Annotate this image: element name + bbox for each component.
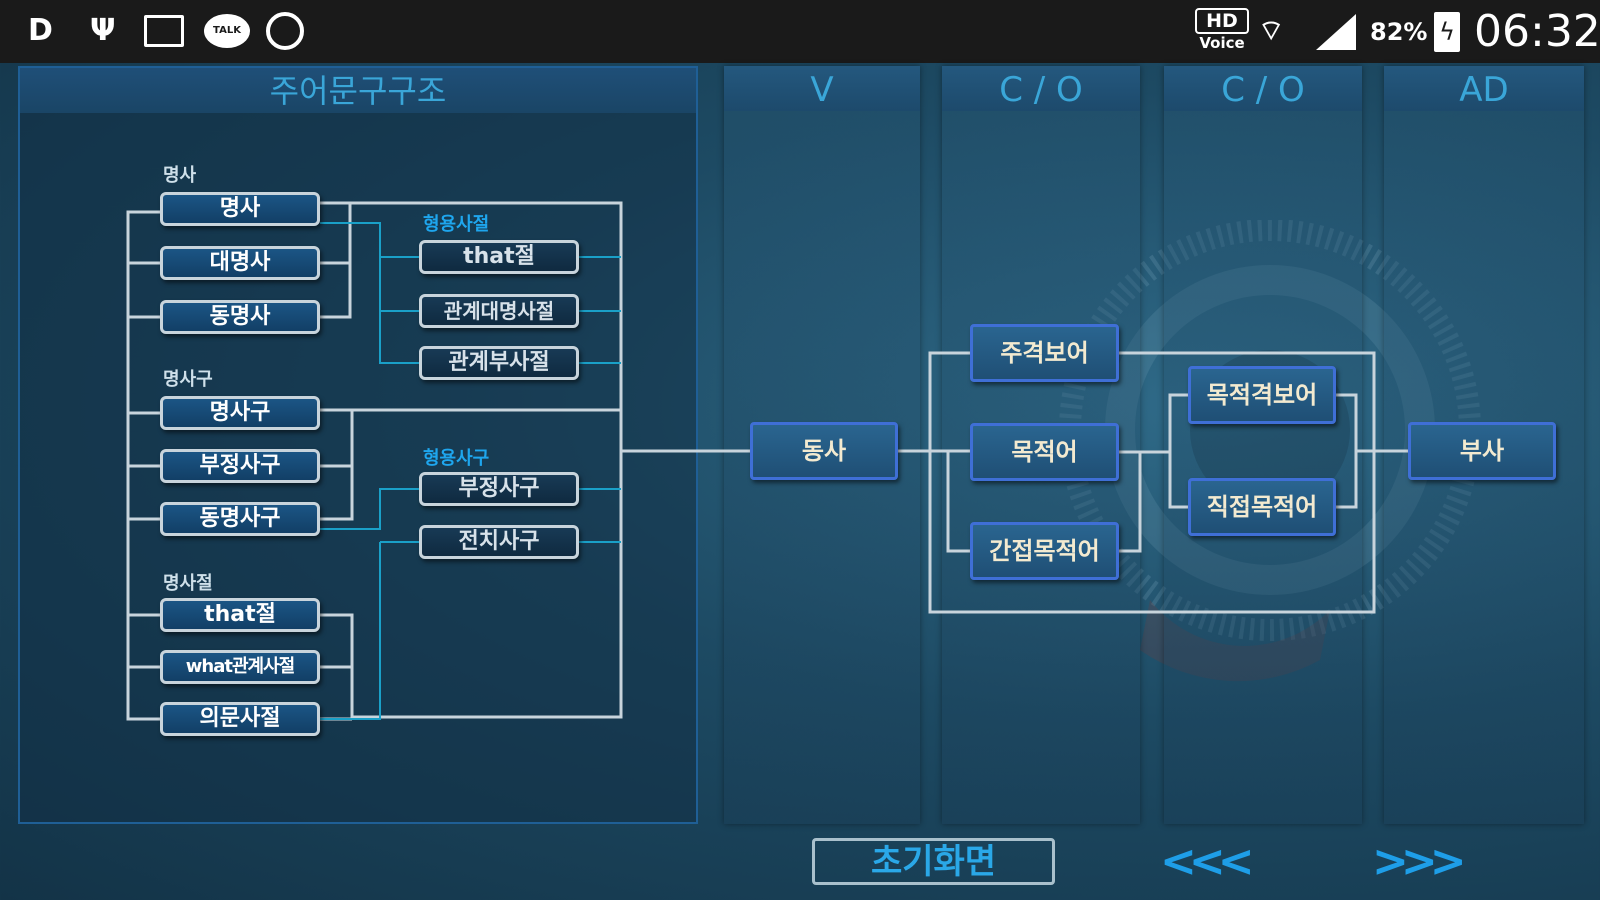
column-header: C / O xyxy=(1164,66,1362,111)
gerund-phrase-box[interactable]: 동명사구 xyxy=(160,502,320,536)
group-label: 명사구 xyxy=(163,369,213,390)
object-complement-box[interactable]: 목적격보어 xyxy=(1188,366,1336,424)
status-bar: D Ψ TALK HD Voice ⌔ 82% ϟ 06:32 xyxy=(0,0,1600,63)
signal-icon xyxy=(1316,14,1356,50)
adjective-phrase-label: 형용사구 xyxy=(423,448,490,469)
chrome-icon xyxy=(266,12,304,50)
group-label: 명사 xyxy=(163,165,197,186)
clock: 06:32 xyxy=(1474,6,1600,57)
column-co-2: C / O xyxy=(1164,66,1362,824)
adverb-box[interactable]: 부사 xyxy=(1408,422,1556,480)
panel-title: 주어문구구조 xyxy=(20,68,696,113)
hd-label: HD xyxy=(1195,8,1249,34)
d-app-icon: D xyxy=(28,13,53,48)
indirect-object-box[interactable]: 간접목적어 xyxy=(970,522,1119,580)
subject-complement-box[interactable]: 주격보어 xyxy=(970,324,1119,382)
adjective-clause-label: 형용사절 xyxy=(423,214,490,235)
group-label: 명사절 xyxy=(163,573,213,594)
noun-box[interactable]: 명사 xyxy=(160,192,320,226)
object-box[interactable]: 목적어 xyxy=(970,423,1119,481)
verb-box[interactable]: 동사 xyxy=(750,422,898,480)
column-header: AD xyxy=(1384,66,1584,111)
relative-pronoun-clause-box[interactable]: 관계대명사절 xyxy=(419,294,579,328)
wh-clause-box[interactable]: 의문사절 xyxy=(160,702,320,736)
hd-voice-icon: HD Voice xyxy=(1195,8,1249,52)
wifi-icon: ⌔ xyxy=(1258,14,1285,47)
infinitive-phrase-box[interactable]: 부정사구 xyxy=(160,449,320,483)
adj-infinitive-box[interactable]: 부정사구 xyxy=(419,472,579,506)
subject-phrase-panel: 주어문구구조 xyxy=(18,66,698,824)
reset-button[interactable]: 초기화면 xyxy=(812,838,1055,885)
pronoun-box[interactable]: 대명사 xyxy=(160,246,320,280)
talk-icon: TALK xyxy=(204,14,250,48)
gerund-box[interactable]: 동명사 xyxy=(160,300,320,334)
prepositional-phrase-box[interactable]: 전치사구 xyxy=(419,525,579,559)
that-clause-box[interactable]: that절 xyxy=(160,598,320,632)
relative-adverb-clause-box[interactable]: 관계부사절 xyxy=(419,346,579,380)
direct-object-box[interactable]: 직접목적어 xyxy=(1188,478,1336,536)
prev-button[interactable]: <<< xyxy=(1160,836,1255,887)
column-header: V xyxy=(724,66,920,111)
next-button[interactable]: >>> xyxy=(1372,836,1467,887)
column-header: C / O xyxy=(942,66,1140,111)
usb-icon: Ψ xyxy=(90,13,116,48)
battery-percent: 82% xyxy=(1370,18,1428,46)
what-clause-box[interactable]: what관계사절 xyxy=(160,650,320,684)
voice-label: Voice xyxy=(1199,34,1245,52)
adj-that-clause-box[interactable]: that절 xyxy=(419,240,579,274)
battery-charging-icon: ϟ xyxy=(1434,12,1460,52)
noun-phrase-box[interactable]: 명사구 xyxy=(160,396,320,430)
image-icon xyxy=(144,15,184,47)
